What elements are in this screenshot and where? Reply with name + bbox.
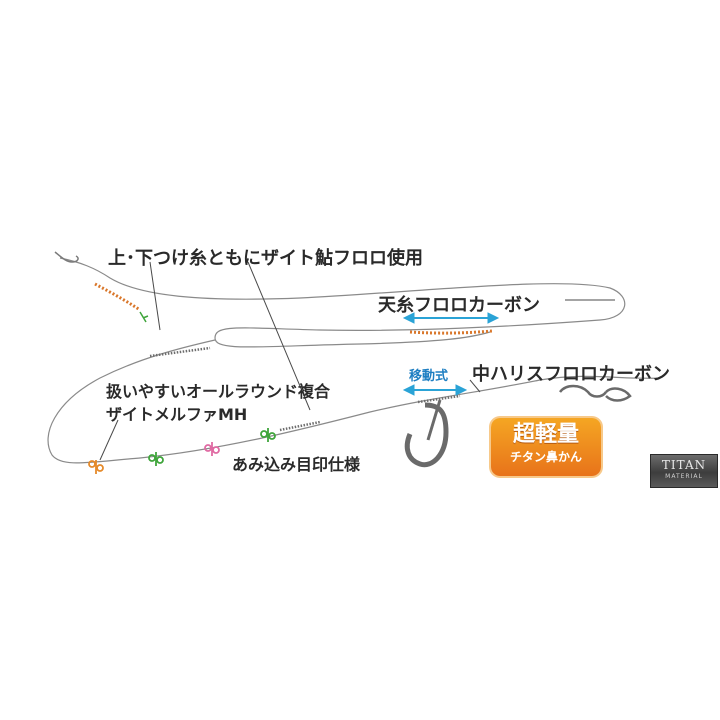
label-main-line: 天糸フロロカーボン xyxy=(378,295,540,316)
badge-main-text: 超軽量 xyxy=(512,422,579,447)
leader-body-label xyxy=(99,419,119,461)
ultralight-badge: 超軽量 チタン鼻かん xyxy=(491,418,601,476)
top-braid xyxy=(94,282,141,312)
logo-main-text: TITAN xyxy=(661,458,707,472)
titan-logo: TITAN MATERIAL xyxy=(650,454,718,488)
label-top-line: 上･下つけ糸ともにザイト鮎フロロ使用 xyxy=(108,248,423,269)
hanging-swivel-icon xyxy=(559,384,632,402)
coil-upper xyxy=(149,346,211,358)
main-line-arrow-icon xyxy=(402,312,500,324)
label-body-line-1: 扱いやすいオールラウンド複合 xyxy=(106,382,331,401)
marker-icon-green-2 xyxy=(260,428,276,442)
main-line-upper xyxy=(59,257,626,348)
coil-middle xyxy=(279,420,321,432)
movable-arrow-icon xyxy=(402,384,468,396)
green-tip-icon xyxy=(139,311,149,323)
label-mesh-marker: あみ込み目印仕様 xyxy=(232,455,361,474)
marker-icon-green-1 xyxy=(148,452,164,466)
marker-icon-orange xyxy=(88,460,104,474)
marker-icon-pink xyxy=(204,442,220,456)
leader-middle-label xyxy=(469,379,481,393)
main-line-lower xyxy=(47,339,661,464)
main-braid xyxy=(409,329,493,335)
top-hook-icon xyxy=(54,251,79,263)
leader-top-label xyxy=(149,261,311,411)
nose-ring-icon xyxy=(404,399,449,468)
logo-sub-text: MATERIAL xyxy=(665,473,703,480)
label-middle-line: 中ハリスフロロカーボン xyxy=(472,364,670,385)
label-body-line-2: ザイトメルファMH xyxy=(106,405,248,424)
badge-sub-text: チタン鼻かん xyxy=(509,450,582,464)
label-movable: 移動式 xyxy=(409,369,449,384)
coil-lower xyxy=(417,394,461,404)
